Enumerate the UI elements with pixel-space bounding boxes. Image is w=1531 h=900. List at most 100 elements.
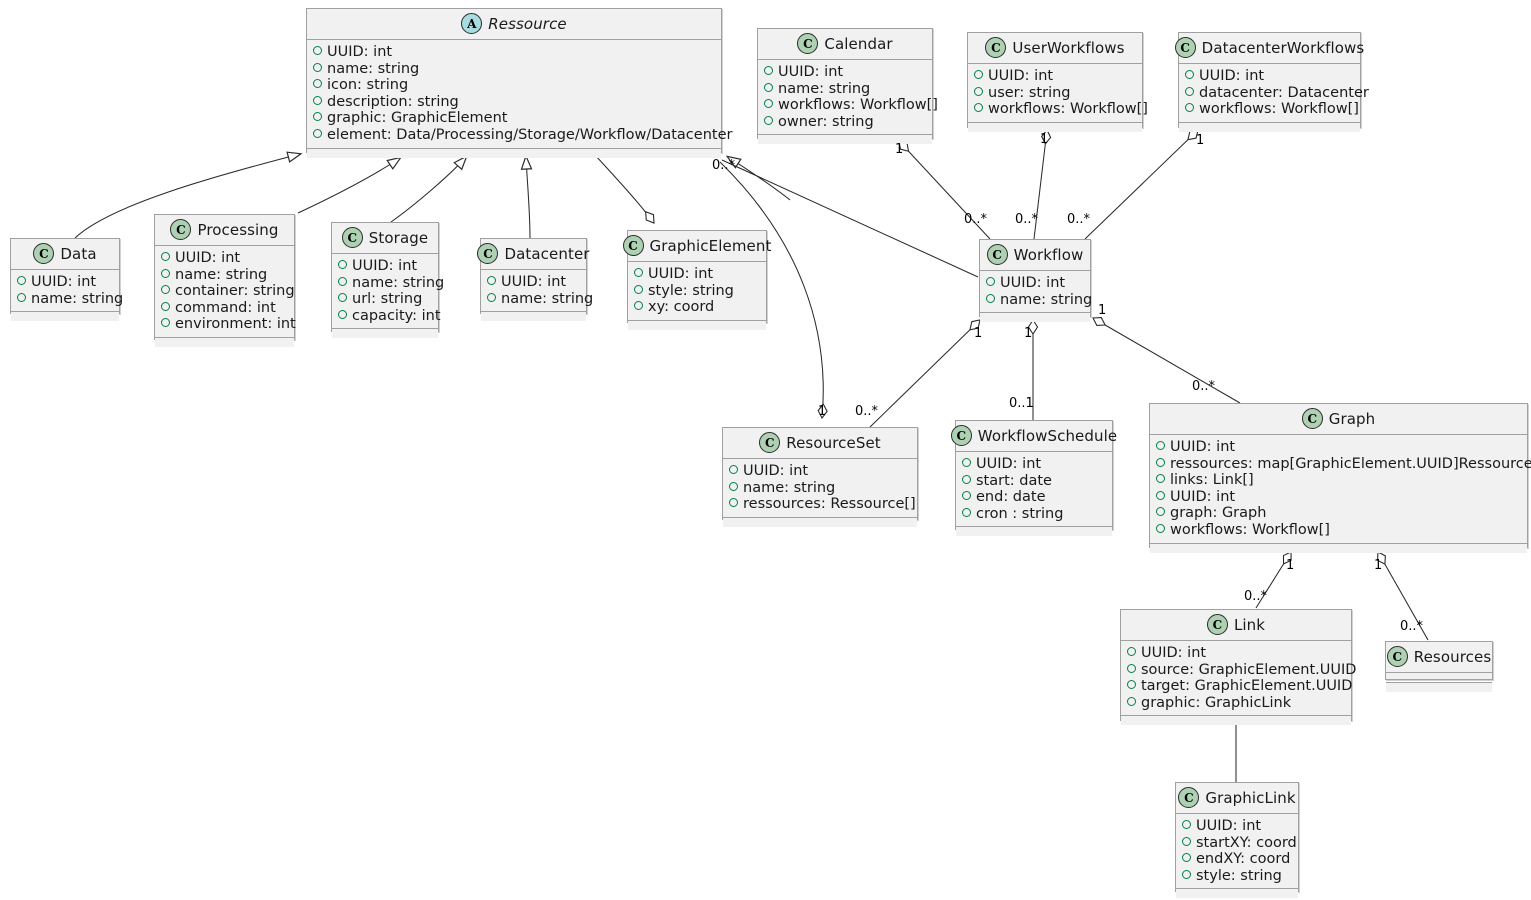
class-methods-link — [1121, 716, 1351, 726]
class-icon: C — [341, 227, 363, 248]
attribute-text: UUID: int — [501, 274, 567, 290]
class-name-processing: Processing — [197, 220, 279, 239]
public-visibility-icon — [17, 276, 26, 285]
class-name-userworkflows: UserWorkflows — [1012, 38, 1125, 57]
attribute-row: url: string — [338, 291, 432, 308]
attribute-text: name: string — [175, 266, 268, 283]
multiplicity-label: 1 — [1286, 558, 1295, 573]
public-visibility-icon — [1156, 441, 1165, 450]
attribute-text: UUID: int — [743, 463, 809, 479]
attribute-row: UUID: int — [1182, 818, 1292, 835]
public-visibility-icon — [17, 292, 26, 302]
attribute-row: graphic: GraphicElement — [313, 110, 715, 127]
public-visibility-icon — [729, 465, 738, 474]
class-icon: C — [1386, 646, 1408, 667]
public-visibility-icon — [313, 112, 322, 122]
multiplicity-label: 0..* — [1015, 212, 1039, 227]
multiplicity-label: 0..* — [1192, 379, 1216, 394]
attribute-text: UUID: int — [1196, 818, 1262, 834]
multiplicity-label: 0..* — [712, 158, 736, 173]
class-icon: C — [1206, 614, 1228, 635]
attribute-text: workflows: Workflow[] — [1199, 101, 1359, 118]
attribute-text: description: string — [327, 93, 459, 110]
attribute-row: workflows: Workflow[] — [1185, 101, 1359, 118]
public-visibility-icon — [313, 79, 322, 89]
public-visibility-icon — [161, 252, 170, 261]
attribute-row: UUID: int — [1185, 68, 1354, 85]
public-visibility-icon — [1156, 490, 1165, 500]
attribute-row: name: string — [764, 81, 926, 98]
public-visibility-icon — [962, 507, 971, 517]
public-visibility-icon — [962, 458, 971, 467]
attribute-row: UUID: int — [974, 68, 1136, 85]
public-visibility-icon — [1182, 836, 1191, 846]
public-visibility-icon — [986, 277, 995, 286]
attribute-text: ressources: map[GraphicElement.UUID]Ress… — [1170, 455, 1531, 472]
attribute-row: UUID: int — [487, 274, 580, 291]
attribute-text: xy: coord — [648, 299, 715, 316]
attribute-row: user: string — [974, 85, 1136, 102]
class-icon: C — [622, 235, 644, 256]
attribute-text: UUID: int — [976, 456, 1042, 472]
class-methods-ressource — [307, 148, 721, 158]
attribute-text: user: string — [988, 84, 1071, 101]
attribute-text: style: string — [648, 282, 734, 299]
class-methods-resources — [1386, 683, 1492, 692]
attribute-text: source: GraphicElement.UUID — [1141, 661, 1357, 678]
public-visibility-icon — [1156, 507, 1165, 517]
multiplicity-label: 1 — [1196, 133, 1205, 148]
public-visibility-icon — [338, 260, 347, 269]
multiplicity-label: 1 — [818, 404, 827, 419]
class-icon: C — [759, 432, 781, 453]
edge-ressource-has-graphicelement — [594, 154, 654, 223]
class-icon: C — [1174, 37, 1196, 58]
attribute-text: UUID: int — [1170, 439, 1236, 455]
public-visibility-icon — [338, 276, 347, 286]
public-visibility-icon — [974, 86, 983, 96]
class-methods-data — [11, 312, 119, 322]
class-icon: C — [950, 425, 972, 446]
edge-ressource-self-right — [725, 155, 791, 201]
attribute-row: UUID: int — [17, 274, 113, 291]
public-visibility-icon — [1127, 696, 1136, 706]
class-methods-datacenterworkflows — [1179, 122, 1360, 132]
public-visibility-icon — [313, 46, 322, 55]
attribute-text: icon: string — [327, 77, 409, 94]
attribute-row: UUID: int — [1156, 489, 1521, 506]
attribute-row: command: int — [161, 300, 288, 317]
class-name-datacenterworkflows: DatacenterWorkflows — [1201, 38, 1365, 57]
edge-datacenterworkflows-has-workflow — [1084, 130, 1198, 240]
attribute-text: graph: Graph — [1170, 505, 1267, 522]
attribute-text: style: string — [1196, 867, 1282, 884]
class-methods-storage — [332, 329, 438, 339]
attribute-row: ressources: map[GraphicElement.UUID]Ress… — [1156, 456, 1531, 473]
attribute-text: UUID: int — [327, 44, 393, 60]
class-icon: C — [170, 219, 192, 240]
attribute-row: UUID: int — [1127, 645, 1345, 662]
public-visibility-icon — [1182, 853, 1191, 863]
public-visibility-icon — [313, 128, 322, 138]
